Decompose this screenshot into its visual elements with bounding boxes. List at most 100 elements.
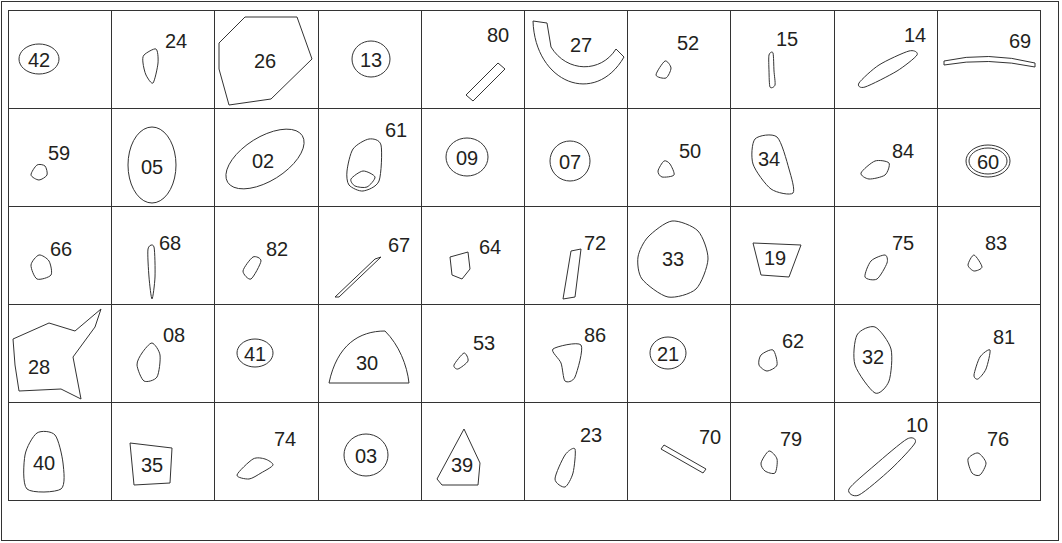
specimen-outline: [215, 403, 318, 501]
specimen-outline: [112, 11, 215, 109]
grid-cell: 70: [627, 402, 731, 501]
specimen-shape: [137, 343, 160, 382]
specimen-shape: [454, 353, 468, 369]
specimen-shape: [347, 139, 382, 191]
specimen-number: 59: [48, 143, 70, 163]
grid-cell: 69: [937, 10, 1041, 109]
specimen-shape: [974, 350, 990, 379]
specimen-number: 66: [50, 239, 72, 259]
grid-cell: 60: [937, 108, 1041, 207]
specimen-number: 69: [1009, 31, 1031, 51]
specimen-outline: [112, 207, 215, 305]
specimen-shape: [533, 21, 624, 84]
specimen-shape: [968, 255, 982, 271]
specimen-shape: [437, 429, 480, 485]
specimen-number: 40: [33, 453, 55, 473]
grid-cell: 82: [214, 206, 319, 305]
grid-cell: 09: [421, 108, 525, 207]
grid-cell: 21: [627, 304, 731, 403]
grid-cell: 02: [214, 108, 319, 207]
grid-cell: 23: [524, 402, 628, 501]
specimen-number: 68: [159, 233, 181, 253]
specimen-number: 05: [141, 157, 163, 177]
specimen-number: 82: [266, 239, 288, 259]
specimen-number: 79: [780, 429, 802, 449]
specimen-shape: [650, 337, 686, 369]
specimen-shape: [13, 309, 101, 399]
specimen-outline: [319, 207, 422, 305]
grid-cell: 64: [421, 206, 525, 305]
specimen-shape: [865, 255, 888, 280]
specimen-number: 13: [360, 50, 382, 70]
grid-cell: 07: [524, 108, 628, 207]
specimen-number: 75: [892, 233, 914, 253]
specimen-number: 34: [758, 149, 780, 169]
specimen-number: 52: [677, 33, 699, 53]
grid-cell: 14: [834, 10, 938, 109]
specimen-shape: [344, 434, 388, 476]
specimen-outline: [525, 207, 628, 305]
specimen-shape: [966, 145, 1010, 177]
specimen-outline: [938, 403, 1041, 501]
specimen-number: 39: [451, 455, 473, 475]
specimen-shape: [759, 350, 777, 371]
specimen-outline: [731, 109, 834, 207]
specimen-number: 30: [356, 353, 378, 373]
grid-cell: 40: [8, 402, 112, 501]
specimen-number: 03: [355, 446, 377, 466]
grid-cell: 34: [730, 108, 835, 207]
grid-cell: 19: [730, 206, 835, 305]
specimen-shape: [466, 63, 505, 101]
specimen-shape: [563, 249, 581, 299]
grid-cell: 30: [318, 304, 422, 403]
specimen-number: 67: [388, 235, 410, 255]
specimen-shape: [31, 164, 47, 180]
specimen-number: 53: [473, 333, 495, 353]
specimen-outline: [9, 403, 112, 501]
grid-cell: 75: [834, 206, 938, 305]
specimen-outline: [938, 305, 1041, 403]
specimen-outline: [422, 403, 525, 501]
specimen-number: 61: [385, 120, 407, 140]
specimen-number: 10: [906, 415, 928, 435]
specimen-number: 23: [580, 425, 602, 445]
grid-cell: 13: [318, 10, 422, 109]
specimen-number: 02: [252, 151, 274, 171]
grid-cell: 81: [937, 304, 1041, 403]
specimen-number: 19: [764, 248, 786, 268]
grid-cell: 24: [111, 10, 215, 109]
specimen-shape: [858, 51, 917, 88]
specimen-number: 74: [274, 429, 296, 449]
specimen-outline: [525, 403, 628, 501]
specimen-number: 35: [141, 455, 163, 475]
grid-cell: 27: [524, 10, 628, 109]
specimen-shape: [329, 331, 409, 383]
specimen-shape: [658, 161, 674, 177]
specimen-shape: [861, 160, 889, 179]
grid-cell: 66: [8, 206, 112, 305]
grid-cell: 74: [214, 402, 319, 501]
specimen-number: 72: [584, 233, 606, 253]
grid-cell: 67: [318, 206, 422, 305]
specimen-number: 15: [776, 29, 798, 49]
specimen-outline: [938, 207, 1041, 305]
specimen-shape: [352, 41, 390, 77]
specimen-number: 70: [699, 427, 721, 447]
specimen-shape: [226, 129, 304, 189]
specimen-number: 62: [782, 331, 804, 351]
specimen-number: 84: [892, 141, 914, 161]
specimen-outline: [628, 11, 731, 109]
specimen-number: 76: [987, 429, 1009, 449]
grid-cell: 26: [214, 10, 319, 109]
specimen-shape: [849, 438, 916, 496]
specimen-shape: [243, 257, 261, 280]
specimen-outline: [112, 403, 215, 501]
specimen-shape: [761, 451, 777, 474]
grid-cell: 03: [318, 402, 422, 501]
specimen-shape: [555, 448, 575, 487]
specimen-shape: [335, 257, 381, 297]
specimen-number: 33: [662, 249, 684, 269]
specimen-shape: [31, 255, 52, 279]
specimen-shape: [969, 148, 1007, 174]
